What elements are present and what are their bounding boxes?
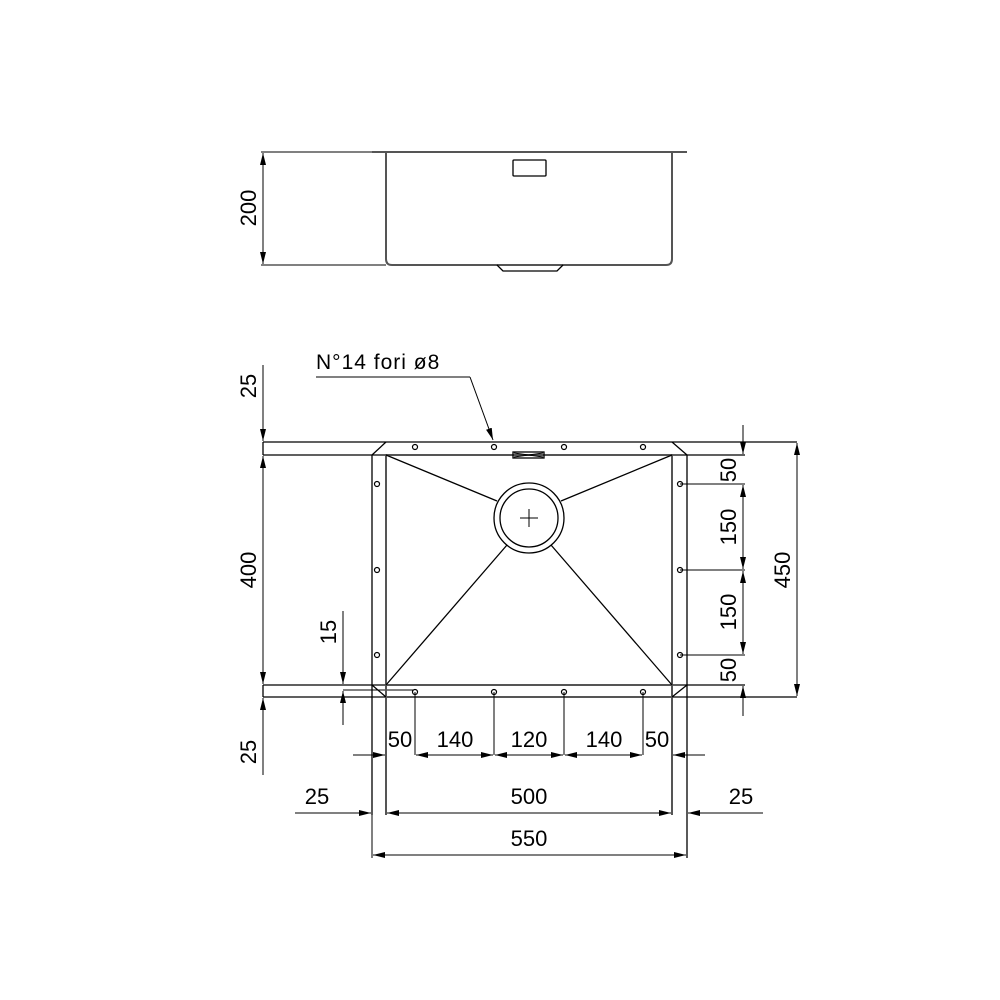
plan-view: N°14 fori ø8: [236, 351, 800, 858]
drain-outer-ring: [493, 482, 565, 554]
dim-text-150-b: 150: [716, 594, 741, 631]
dim-text-150-a: 150: [716, 509, 741, 546]
dim-text-50-b: 50: [645, 727, 669, 752]
hole-icon: [411, 443, 419, 451]
mounting-holes: [373, 443, 684, 696]
chamfer: [671, 441, 688, 456]
hole-icon: [560, 443, 568, 451]
dim-text-25-bottom: 25: [236, 740, 261, 764]
hole-icon: [490, 443, 498, 451]
dim-text-50-a: 50: [388, 727, 412, 752]
drain-inner-ring: [499, 488, 559, 548]
dim-text-400: 400: [236, 552, 261, 589]
dim-text-25-left: 25: [305, 784, 329, 809]
drain-bump: [496, 264, 564, 272]
side-view: 200: [236, 151, 687, 272]
dim-text-25-top: 25: [236, 374, 261, 398]
slope-line: [385, 544, 508, 686]
dim-text-120: 120: [511, 727, 548, 752]
overflow-slot-plan: [512, 451, 545, 459]
side-bowl-outline: [385, 152, 673, 266]
slope-line: [385, 454, 498, 502]
dim-text-200: 200: [236, 190, 261, 227]
dim-text-140-b: 140: [586, 727, 623, 752]
dim-text-500: 500: [511, 784, 548, 809]
dim-text-25-right: 25: [729, 784, 753, 809]
dim-text-50-top: 50: [716, 458, 741, 482]
holes-note: N°14 fori ø8: [316, 351, 440, 374]
slope-line: [550, 544, 673, 686]
dim-text-140-a: 140: [437, 727, 474, 752]
dim-text-15: 15: [316, 620, 341, 644]
slope-line: [560, 454, 673, 502]
overflow-hatch: [513, 452, 544, 458]
note-leader: [469, 376, 494, 441]
dim-text-50-bottom: 50: [716, 658, 741, 682]
dim-text-450: 450: [770, 552, 795, 589]
dim-text-550: 550: [511, 826, 548, 851]
hole-icon: [639, 443, 647, 451]
overflow-slot: [512, 159, 547, 177]
chamfer: [371, 441, 387, 456]
chamfer: [671, 684, 688, 698]
chamfer: [371, 684, 387, 698]
hole-icon: [373, 566, 381, 574]
hole-icon: [373, 651, 381, 659]
hole-icon: [373, 480, 381, 488]
